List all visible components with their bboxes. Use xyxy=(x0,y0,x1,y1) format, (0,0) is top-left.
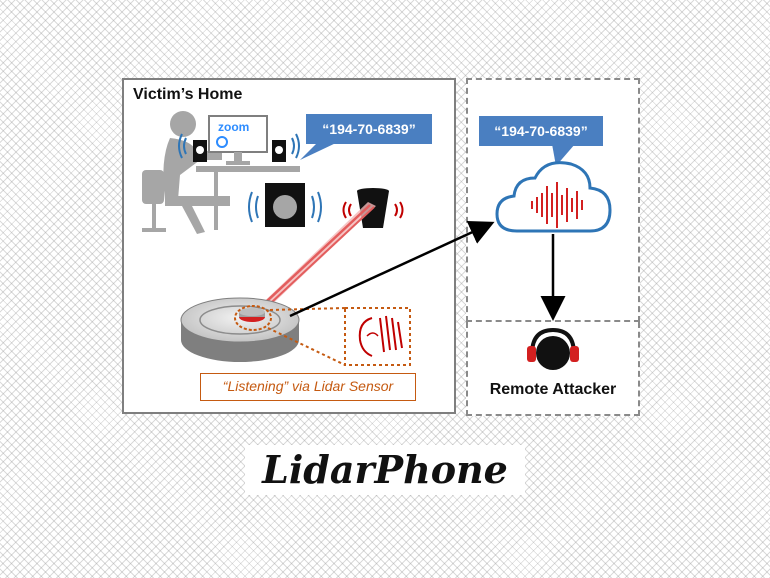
monitor-icon: zoom xyxy=(208,115,268,165)
home-bubble-tail xyxy=(300,142,338,160)
trash-can-icon xyxy=(342,188,404,228)
title-background xyxy=(245,445,525,495)
remote-attacker-label: Remote Attacker xyxy=(489,381,617,398)
subwoofer-icon xyxy=(248,183,322,227)
lidarphone-title: LidarPhone xyxy=(262,447,508,492)
victims-home-title: Victim’s Home xyxy=(133,86,243,103)
person-at-desk-icon xyxy=(142,111,300,234)
arrow-to-cloud xyxy=(289,221,495,318)
ear-icon xyxy=(344,307,411,366)
speaker-icon xyxy=(178,133,300,162)
cloud-speech-bubble: “194-70-6839” xyxy=(479,116,603,146)
robot-vacuum-icon xyxy=(180,297,300,362)
zoom-logo-text: zoom xyxy=(218,120,249,134)
cloud-icon xyxy=(495,161,612,233)
cloud-bubble-tail xyxy=(552,144,575,166)
lidar-caption: “Listening” via Lidar Sensor xyxy=(200,373,416,401)
laser-beam xyxy=(248,202,376,317)
waveform-icon xyxy=(531,182,583,228)
home-speech-bubble: “194-70-6839” xyxy=(306,114,432,144)
hacker-icon xyxy=(527,327,579,370)
zoom-camera-icon xyxy=(216,136,228,148)
